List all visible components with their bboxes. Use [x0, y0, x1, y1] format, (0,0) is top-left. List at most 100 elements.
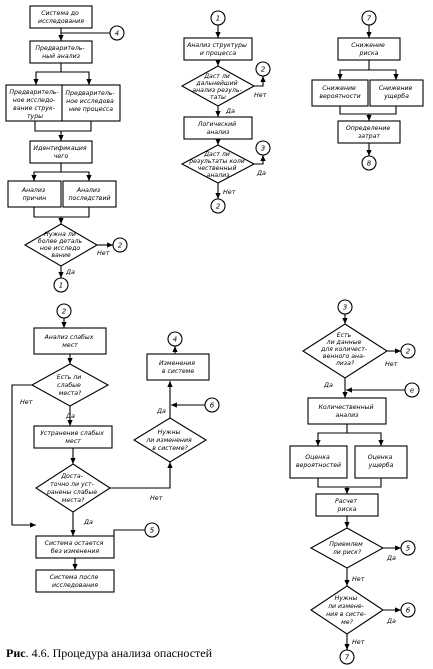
- box-system-changes: [146, 353, 210, 381]
- decision-system-changes-needed: [132, 417, 208, 463]
- connector-3-label: 3: [261, 145, 265, 153]
- box-preliminary-process-study-label: Предваритель- ное исследова ние процесса: [65, 90, 116, 113]
- connector-8: [361, 155, 377, 171]
- flow-risk-reduction: 7 Снижение риска Снижение вероятности Сн…: [311, 10, 424, 171]
- connector-8-label: 8: [367, 160, 372, 168]
- flow-weak-points: 2 Анализ слабых мест Есть ли слабые мест…: [11, 303, 220, 593]
- box-damage-assessment: [354, 445, 408, 479]
- decision-risk-acceptable: [309, 527, 385, 569]
- connector-6: [400, 602, 416, 618]
- label-yes: Да: [65, 268, 75, 276]
- box-risk-reduction-label: Снижение риска: [351, 42, 387, 57]
- flow-structure-analysis: 1 Анализ структуры и процесса Даст ли да…: [180, 10, 271, 214]
- box-reduce-probability: [311, 79, 369, 107]
- connector-2: [210, 198, 226, 214]
- box-system-unchanged-label: Система остается без изменения: [45, 540, 106, 555]
- decision-weak-points-exist-label: Есть ли слабые места?: [57, 374, 83, 397]
- box-system-after-label: Система после исследования: [50, 574, 101, 589]
- connector-5: [400, 540, 416, 556]
- label-yes: Да: [225, 107, 235, 115]
- connector-2-label: 2: [261, 66, 266, 74]
- box-identification-label: Идентификация чего: [33, 145, 88, 160]
- box-risk-calculation-label: Расчет риска: [335, 498, 359, 513]
- decision-system-changes-needed-label: Нужны ли изменения в системе?: [145, 429, 193, 452]
- box-weak-points-analysis: [33, 327, 107, 355]
- box-system-before-label: Система до исследования: [38, 10, 84, 25]
- box-damage-assessment-label: Оценка ущерба: [368, 454, 395, 469]
- connector-7-label: 7: [345, 654, 350, 662]
- label-no: Нет: [352, 638, 365, 646]
- connector-2-label: 2: [406, 348, 411, 356]
- box-weak-points-analysis-label: Анализ слабых мест: [44, 333, 96, 349]
- box-reduce-damage: [369, 79, 424, 107]
- box-system-after: [35, 569, 115, 593]
- connector-1-label: 1: [59, 282, 63, 290]
- label-no: Нет: [150, 494, 163, 502]
- box-cost-determination-label: Определение затрат: [346, 125, 392, 140]
- figure-caption: Рис. 4.6. Процедура анализа опасностей: [6, 646, 212, 661]
- box-quantitative-analysis: [307, 397, 387, 425]
- box-preliminary-structure-study-label: Предваритель- ное исследо- вание струк- …: [9, 89, 60, 120]
- box-system-changes-label: Изменения в системе: [159, 360, 197, 375]
- box-reduce-damage-label: Снижение ущерба: [379, 85, 415, 100]
- box-effects-analysis-label: Анализ последствий: [69, 187, 111, 202]
- connector-2: [112, 237, 128, 253]
- connector-3: [255, 140, 271, 156]
- connector-6-label: 6: [406, 607, 411, 615]
- connector-e-label: е: [410, 387, 414, 395]
- decision-changes-needed: [310, 585, 384, 635]
- box-probability-assessment: [289, 445, 348, 479]
- label-no: Нет: [352, 575, 365, 583]
- figure-caption-text: . 4.6. Процедура анализа опасностей: [25, 646, 213, 660]
- box-causes-analysis: [7, 180, 62, 208]
- label-yes: Да: [156, 407, 166, 415]
- label-yes: Да: [386, 554, 396, 562]
- box-probability-assessment-label: Оценка вероятностей: [296, 454, 341, 469]
- flow-preliminary-analysis: Система до исследования Предваритель- ны…: [5, 5, 128, 293]
- decision-quantitative-analysis-label: Даст ли результаты коли чественный анали…: [188, 151, 247, 179]
- box-preliminary-process-study: [61, 84, 121, 122]
- decision-more-detailed-study-label: Нужна ли более деталь ное исследо вание: [38, 231, 84, 259]
- label-no: Нет: [97, 249, 110, 257]
- label-yes: Да: [386, 617, 396, 625]
- label-yes: Да: [65, 412, 75, 420]
- decision-quantitative-data-label: Есть ли данные для количест- венного ана…: [320, 332, 369, 367]
- connector-1: [53, 277, 69, 293]
- decision-further-analysis-label: Даст ли дальнейший анализ резуль- таты: [192, 73, 243, 101]
- label-yes: Да: [83, 518, 93, 526]
- connector-5-label: 5: [150, 527, 155, 535]
- connector-2-label: 2: [62, 308, 67, 316]
- connector-7-label: 7: [367, 15, 372, 23]
- box-preliminary-analysis-label: Предваритель- ный анализ: [35, 45, 86, 60]
- box-causes-analysis-label: Анализ причин: [21, 187, 47, 202]
- box-reduce-probability-label: Снижение вероятности: [319, 85, 360, 100]
- box-quantitative-analysis-label: Количественный анализ: [318, 404, 375, 419]
- connector-2-label: 2: [216, 203, 221, 211]
- figure-caption-prefix: Рис: [6, 646, 26, 660]
- label-no: Нет: [223, 188, 236, 196]
- label-no: Нет: [20, 398, 33, 406]
- decision-risk-acceptable-label: Приемлем ли риск?: [329, 541, 364, 556]
- connector-4-label: 4: [173, 336, 177, 344]
- box-logical-analysis-label: Логический анализ: [197, 121, 238, 136]
- label-yes: Да: [256, 169, 266, 177]
- connector-4-label: 4: [115, 30, 119, 38]
- box-structure-process-analysis-label: Анализ структуры и процесса: [186, 42, 249, 57]
- connector-2-label: 2: [118, 242, 123, 250]
- connector-1-label: 1: [216, 15, 220, 23]
- connector-2: [255, 61, 271, 77]
- decision-changes-needed-label: Нужны ли измене- ния в систе- ме?: [326, 595, 368, 626]
- connector-7: [339, 649, 355, 665]
- box-effects-analysis: [62, 180, 117, 208]
- connector-5-label: 5: [406, 545, 411, 553]
- box-weak-points-elimination-label: Устранение слабых мест: [40, 429, 106, 445]
- label-no: Нет: [385, 360, 398, 368]
- label-no: Нет: [254, 91, 267, 99]
- decision-weak-points-eliminated-label: Доста- точно ли уст- ранены слабые места…: [46, 473, 99, 504]
- connector-6-label: 6: [210, 402, 215, 410]
- connector-3-label: 3: [343, 304, 347, 312]
- label-yes: Да: [323, 381, 333, 389]
- decision-weak-points-eliminated: [34, 463, 112, 513]
- flow-quantitative-analysis: 3 Есть ли данные для количест- венного а…: [289, 299, 420, 665]
